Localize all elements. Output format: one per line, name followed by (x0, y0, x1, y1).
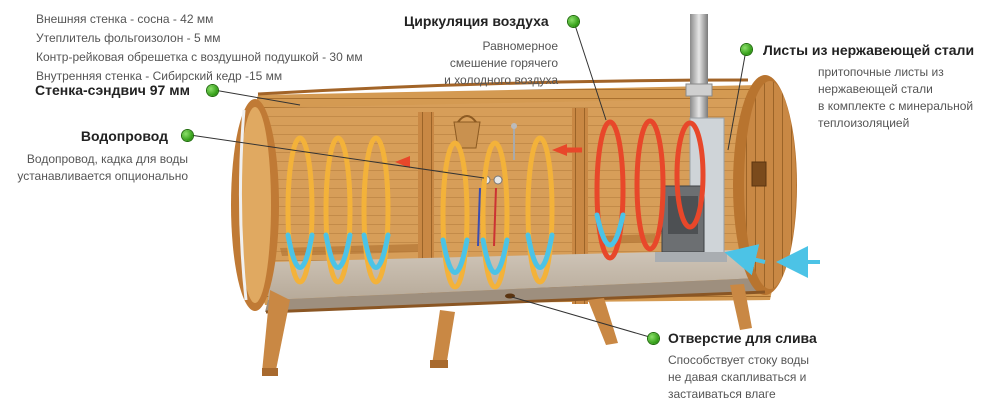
steel-sheets-dot-icon (741, 44, 752, 55)
sandwich-wall-title: Стенка-сэндвич 97 мм (35, 82, 190, 98)
air-circulation-desc-3: и холодного воздуха (444, 73, 558, 87)
steel-sheets-desc-4: теплоизоляцией (818, 116, 910, 130)
tap-icon-2 (493, 175, 503, 185)
spec-line-1: Внешняя стенка - сосна - 42 мм (36, 12, 214, 26)
drain-title: Отверстие для слива (668, 330, 817, 346)
steel-sheets-title: Листы из нержавеющей стали (763, 42, 975, 58)
air-circulation-desc-2: смешение горячего (449, 56, 558, 70)
spec-line-2: Утеплитель фольгоизолон - 5 мм (36, 31, 221, 45)
water-supply-title: Водопровод (80, 128, 168, 144)
drain-desc-2: не давая скапливаться и (668, 370, 807, 384)
spec-line-3: Контр-рейковая обрешетка с воздушной под… (36, 50, 363, 64)
air-circulation-desc-1: Равномерное (482, 39, 558, 53)
hot-air-arrows (395, 144, 582, 168)
support-right-back (730, 284, 752, 330)
water-tub-icon (453, 121, 481, 149)
drain-desc-1: Способствует стоку воды (668, 353, 809, 367)
window-icon (751, 161, 767, 187)
water-supply-dot-icon (182, 130, 193, 141)
steel-sheets-desc-2: нержавеющей стали (818, 82, 933, 96)
air-circulation-dot-icon (568, 16, 579, 27)
drain-dot-icon (648, 333, 659, 344)
sandwich-wall-dot-icon (207, 85, 218, 96)
steel-sheets-desc-1: притопочные листы из (818, 65, 944, 79)
spec-line-4: Внутренняя стенка - Сибирский кедр -15 м… (36, 69, 283, 83)
steel-sheets-desc-3: в комплекте с минеральной (818, 99, 974, 113)
pointer-lines (189, 21, 747, 339)
cold-air-arrows (724, 244, 820, 278)
air-circulation-title: Циркуляция воздуха (404, 13, 549, 29)
water-supply-desc-1: Водопровод, кадка для воды (26, 152, 188, 166)
support-right-front (588, 298, 618, 345)
water-supply-desc-2: устанавливается опционально (17, 169, 188, 183)
partition-left (418, 112, 434, 304)
air-circulation-loops (285, 118, 706, 290)
support-left (262, 290, 290, 375)
drain-desc-3: застаиваться влаге (668, 387, 776, 401)
support-mid (432, 310, 455, 367)
